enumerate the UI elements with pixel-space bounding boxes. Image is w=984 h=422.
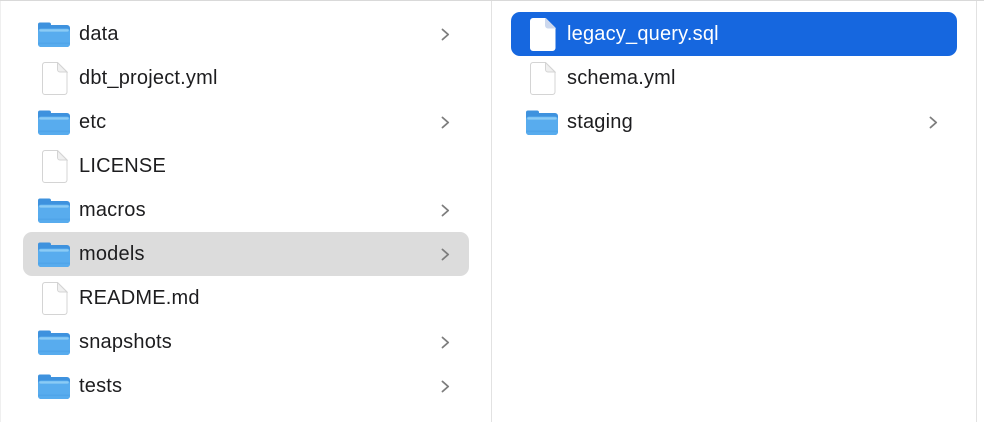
document-icon — [37, 281, 71, 315]
finder-item-legacy-query-sql[interactable]: legacy_query.sql — [511, 12, 957, 56]
finder-item-etc[interactable]: etc — [23, 100, 469, 144]
finder-item-snapshots[interactable]: snapshots — [23, 320, 469, 364]
finder-item-macros[interactable]: macros — [23, 188, 469, 232]
finder-item-data[interactable]: data — [23, 12, 469, 56]
folder-icon — [37, 237, 71, 271]
finder-column-child: legacy_query.sql schema.yml staging — [492, 1, 977, 422]
chevron-right-icon — [437, 246, 453, 263]
item-label: schema.yml — [567, 66, 676, 89]
finder-item-license[interactable]: LICENSE — [23, 144, 469, 188]
item-label: LICENSE — [79, 154, 166, 177]
finder-item-readme-md[interactable]: README.md — [23, 276, 469, 320]
chevron-right-icon — [925, 114, 941, 131]
document-icon — [37, 149, 71, 183]
document-icon — [37, 61, 71, 95]
item-label: models — [79, 242, 145, 265]
chevron-right-icon — [437, 26, 453, 43]
finder-item-staging[interactable]: staging — [511, 100, 957, 144]
chevron-right-icon — [437, 114, 453, 131]
item-label: tests — [79, 374, 123, 397]
document-icon — [525, 61, 559, 95]
item-label: legacy_query.sql — [567, 22, 719, 45]
finder-column-parent: data dbt_project.yml etc — [0, 1, 492, 422]
folder-icon — [525, 105, 559, 139]
folder-icon — [37, 325, 71, 359]
item-label: data — [79, 22, 119, 45]
folder-icon — [37, 193, 71, 227]
finder-item-dbt-project-yml[interactable]: dbt_project.yml — [23, 56, 469, 100]
chevron-right-icon — [437, 202, 453, 219]
folder-icon — [37, 369, 71, 403]
folder-icon — [37, 17, 71, 51]
item-label: etc — [79, 110, 107, 133]
item-label: README.md — [79, 286, 200, 309]
document-icon — [525, 17, 559, 51]
chevron-right-icon — [437, 334, 453, 351]
finder-item-models[interactable]: models — [23, 232, 469, 276]
item-label: staging — [567, 110, 633, 133]
chevron-right-icon — [437, 378, 453, 395]
item-label: macros — [79, 198, 146, 221]
item-label: dbt_project.yml — [79, 66, 218, 89]
finder-item-tests[interactable]: tests — [23, 364, 469, 408]
finder-item-schema-yml[interactable]: schema.yml — [511, 56, 957, 100]
folder-icon — [37, 105, 71, 139]
item-label: snapshots — [79, 330, 172, 353]
